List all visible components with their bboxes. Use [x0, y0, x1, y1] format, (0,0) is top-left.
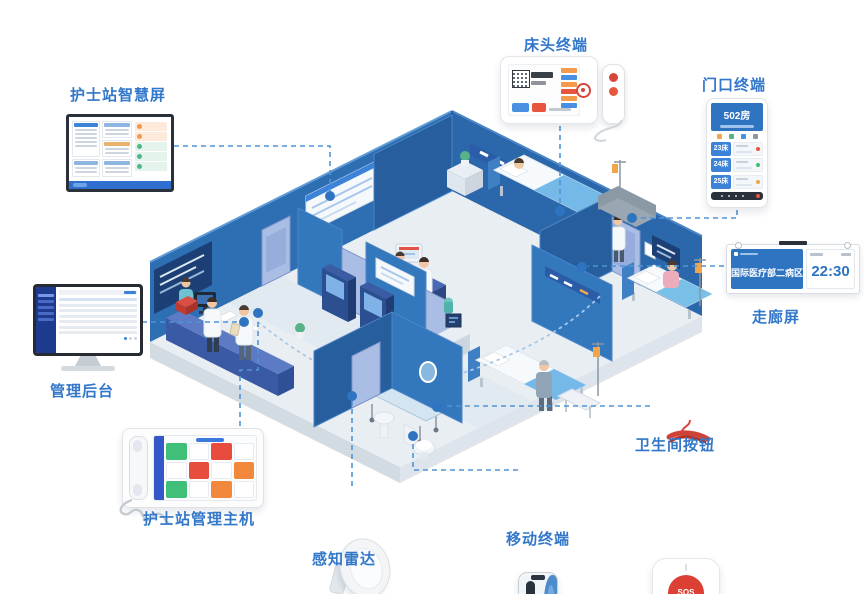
sos-pull-cord	[666, 420, 711, 444]
clock-panel: 22:30	[806, 249, 855, 289]
label-admin-backend: 管理后台	[50, 383, 115, 400]
mobile-screen-strip	[526, 581, 535, 594]
smart-screen-frame	[66, 114, 174, 192]
bed-row: 24床	[711, 158, 763, 172]
nurse-smart-screen-device	[66, 114, 174, 192]
bedside-terminal-device	[500, 56, 598, 124]
connector-door-terminal	[638, 210, 738, 219]
speaker-ring-icon	[576, 83, 591, 98]
door-terminal-device: 502房 23床 24床 25床	[706, 98, 768, 208]
nurse-host-device	[119, 428, 264, 526]
host-side-nav	[154, 436, 164, 500]
host-tile-grid	[164, 436, 256, 500]
status-icons	[713, 134, 761, 139]
patient-room-c	[438, 313, 604, 418]
label-nurse-smart-screen: 护士站智慧屏	[70, 87, 167, 104]
office-whiteboard	[305, 158, 381, 235]
connector-lines	[142, 126, 738, 486]
label-nurse-host: 护士站管理主机	[143, 511, 256, 528]
phone-handset	[129, 436, 148, 500]
bathroom	[313, 311, 463, 460]
link-dots	[239, 191, 637, 441]
bathroom-mirror	[419, 361, 437, 383]
terminal-home-bar	[711, 191, 763, 200]
patient-room-b	[562, 186, 714, 319]
connector-host	[239, 318, 259, 426]
patient-qr-code	[512, 70, 530, 88]
corridor-screen-device: 国际医疗部二病区 22:30	[726, 241, 860, 294]
label-bathroom-button: 卫生间按钮	[635, 437, 716, 454]
room-divider-wall	[531, 244, 613, 362]
bed-row: 23床	[711, 141, 763, 156]
label-mobile-terminal: 移动终端	[506, 531, 571, 548]
sos-button-device: SOS	[652, 558, 720, 594]
label-door-terminal: 门口终端	[702, 77, 767, 94]
mobile-terminal-device	[518, 572, 558, 594]
admin-backend-device	[33, 284, 143, 371]
call-handset-device	[602, 64, 625, 124]
ward-name-panel: 国际医疗部二病区	[731, 249, 803, 289]
label-radar: 感知雷达	[312, 551, 377, 568]
sos-button-icon: SOS	[668, 575, 704, 594]
handset-cord	[594, 119, 623, 142]
bed-row: 25床	[711, 174, 763, 189]
label-corridor-screen: 走廊屏	[752, 309, 801, 326]
room-number-header: 502房	[711, 103, 763, 131]
mount-bracket	[779, 241, 807, 245]
label-bedside-terminal: 床头终端	[524, 37, 589, 54]
first-aid-kit	[176, 296, 198, 315]
phone-cord	[119, 498, 173, 526]
connector-smart-screen	[174, 145, 331, 191]
